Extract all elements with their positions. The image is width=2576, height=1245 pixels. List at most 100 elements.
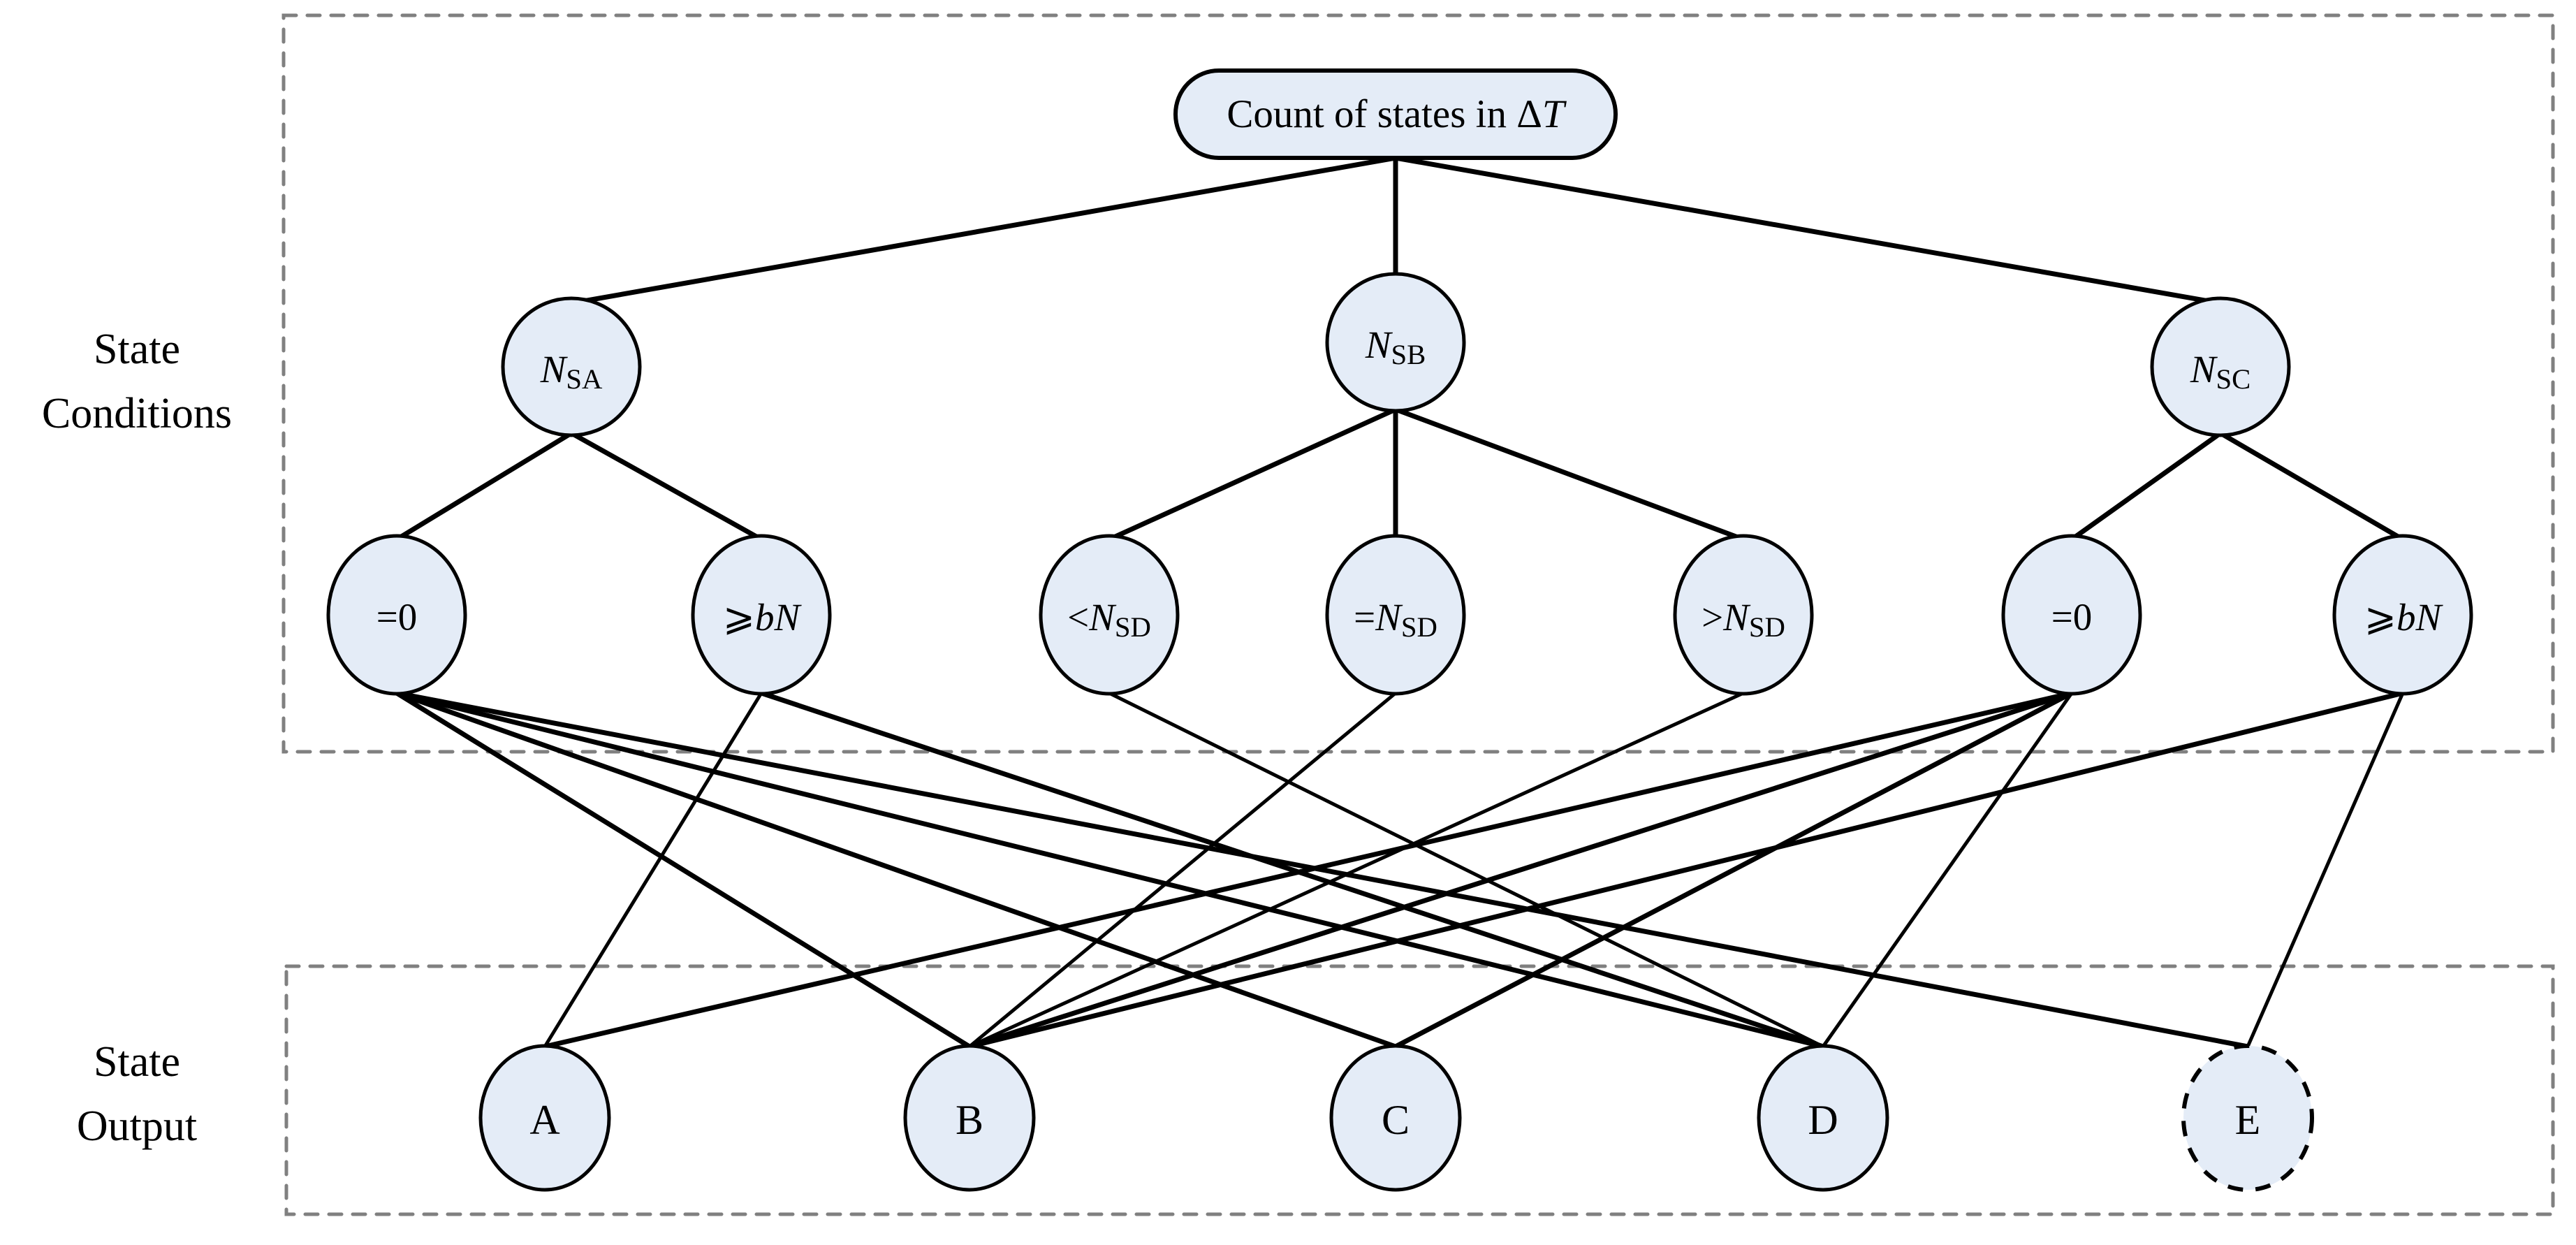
edge-cond-sa-eq0-to-out-c: [394, 690, 1398, 1049]
node-n-sb-shape: [1325, 272, 1466, 413]
edge-n-sc-to-cond-sc-eq0: [2069, 430, 2223, 542]
node-cond-sc-eq0-shape: [2001, 534, 2142, 696]
state-output-box: [284, 964, 2555, 1216]
edge-cond-sa-eq0-to-out-d: [394, 690, 1826, 1049]
gebn-sc-rel: ⩾: [2364, 596, 2396, 639]
node-out-e-label: E: [2235, 1097, 2261, 1143]
node-cond-sb-gt[interactable]: >NSD: [1673, 534, 1814, 696]
node-cond-sb-lt[interactable]: <NSD: [1039, 534, 1180, 696]
tier-label-state-conditions-line2: Conditions: [42, 390, 232, 437]
edge-cond-sb-gt-to-out-b: [967, 691, 1746, 1049]
edge-cond-sc-eq0-to-out-b: [967, 690, 2074, 1049]
state-conditions-box: [281, 13, 2555, 754]
node-count-of-states-label: Count of states in ΔT: [1227, 92, 1567, 136]
edge-cond-sa-gebn-to-out-d: [759, 690, 1826, 1049]
node-cond-sb-gt-shape: [1673, 534, 1814, 696]
node-n-sb-label: NSB: [1365, 323, 1426, 370]
gebn-sa-n: N: [773, 596, 802, 639]
node-cond-sa-gebn-label: ⩾bN: [723, 596, 803, 639]
node-cond-sc-eq0-label: =0: [2051, 596, 2093, 639]
cond-sb-gt-sub: SD: [1749, 611, 1785, 643]
node-cond-sc-gebn-shape: [2332, 534, 2473, 696]
edge-cond-sa-gebn-to-out-a: [543, 691, 763, 1049]
edge-cond-sa-eq0-to-out-e: [394, 690, 2251, 1049]
gebn-sc-n: N: [2415, 596, 2443, 639]
edge-cond-sc-eq0-to-out-a: [542, 690, 2074, 1049]
edges-root-to-mid: [569, 155, 2223, 306]
n-sb-sub: SB: [1391, 339, 1426, 370]
gebn-sa-b: b: [755, 596, 775, 639]
node-cond-sb-eq-shape: [1325, 534, 1466, 696]
edge-cond-sc-gebn-to-out-e: [2246, 691, 2405, 1049]
node-out-e[interactable]: E: [2181, 1044, 2314, 1192]
node-out-b[interactable]: B: [903, 1044, 1036, 1192]
node-n-sc-shape: [2150, 296, 2291, 437]
node-cond-sa-eq0-shape: [326, 534, 467, 696]
tier-label-state-conditions-line1: State: [94, 326, 180, 373]
edges-mid-to-conditions: [394, 407, 2406, 542]
node-cond-sb-lt-shape: [1039, 534, 1180, 696]
edge-n-sb-to-cond-sb-gt: [1393, 407, 1746, 542]
node-cond-sc-gebn[interactable]: ⩾bN: [2332, 534, 2473, 696]
node-cond-sa-gebn[interactable]: ⩾bN: [691, 534, 832, 696]
edges-conditions-to-outputs: [394, 690, 2406, 1049]
cond-sb-lt-sub: SD: [1115, 611, 1151, 643]
node-cond-sa-eq0[interactable]: =0: [326, 534, 467, 696]
edge-n-sa-to-cond-sa-eq0: [394, 430, 574, 542]
cond-sb-lt-rel: <: [1067, 596, 1089, 639]
cond-sb-eq-rel: =: [1354, 596, 1375, 639]
cond-sb-gt-n: N: [1722, 596, 1751, 639]
node-cond-sb-lt-label: <NSD: [1067, 596, 1151, 643]
node-cond-sc-gebn-label: ⩾bN: [2364, 596, 2444, 639]
edge-cond-sb-lt-to-out-d: [1107, 691, 1825, 1049]
node-out-a-label: A: [529, 1097, 559, 1143]
edge-cond-sb-eq-to-out-b: [967, 691, 1398, 1049]
root-label-prefix: Count of states in: [1227, 92, 1516, 136]
edge-cond-sc-gebn-to-out-b: [967, 690, 2406, 1049]
edge-cond-sa-eq0-to-out-b: [394, 690, 972, 1049]
node-n-sb[interactable]: NSB: [1325, 272, 1466, 413]
edge-n-sc-to-cond-sc-gebn: [2218, 430, 2406, 542]
node-n-sa-shape: [501, 296, 642, 437]
node-out-d-shape: [1757, 1044, 1889, 1192]
cond-sb-gt-rel: >: [1702, 596, 1723, 639]
tier-labels: State Conditions State Output: [42, 326, 232, 1150]
root-label-delta: Δ: [1516, 92, 1542, 136]
node-out-d-label: D: [1808, 1097, 1838, 1143]
edge-root-to-n-sa: [569, 155, 1398, 306]
node-cond-sa-gebn-shape: [691, 534, 832, 696]
n-sb-base: N: [1365, 323, 1393, 366]
node-cond-sb-eq[interactable]: =NSD: [1325, 534, 1466, 696]
node-out-c-label: C: [1382, 1097, 1410, 1143]
node-count-of-states[interactable]: Count of states in ΔT: [1173, 68, 1618, 160]
cond-sb-lt-n: N: [1088, 596, 1117, 639]
group-boxes: [281, 13, 2555, 1216]
tier-label-state-output-line2: Output: [77, 1102, 197, 1150]
edge-cond-sc-eq0-to-out-d: [1821, 691, 2074, 1049]
node-out-c[interactable]: C: [1329, 1044, 1462, 1192]
node-out-d[interactable]: D: [1757, 1044, 1889, 1192]
node-out-a[interactable]: A: [478, 1044, 611, 1192]
node-cond-sb-gt-label: >NSD: [1702, 596, 1785, 643]
node-cond-sb-eq-label: =NSD: [1354, 596, 1437, 643]
edge-root-to-n-sc: [1393, 155, 2223, 306]
cond-sb-eq-sub: SD: [1401, 611, 1437, 643]
node-count-of-states-shape: [1173, 68, 1618, 160]
edge-cond-sc-eq0-to-out-c: [1393, 690, 2074, 1049]
node-n-sc[interactable]: NSC: [2150, 296, 2291, 437]
n-sa-sub: SA: [566, 363, 603, 395]
root-label-var: T: [1542, 92, 1567, 136]
tier-label-state-output-line1: State: [94, 1038, 180, 1086]
node-out-a-shape: [478, 1044, 611, 1192]
n-sc-sub: SC: [2216, 363, 2251, 395]
node-n-sa[interactable]: NSA: [501, 296, 642, 437]
node-out-b-shape: [903, 1044, 1036, 1192]
n-sa-base: N: [540, 348, 569, 391]
gebn-sa-rel: ⩾: [723, 596, 755, 639]
node-out-c-shape: [1329, 1044, 1462, 1192]
n-sc-base: N: [2190, 348, 2218, 391]
node-cond-sc-eq0[interactable]: =0: [2001, 534, 2142, 696]
edge-n-sa-to-cond-sa-gebn: [569, 430, 764, 542]
